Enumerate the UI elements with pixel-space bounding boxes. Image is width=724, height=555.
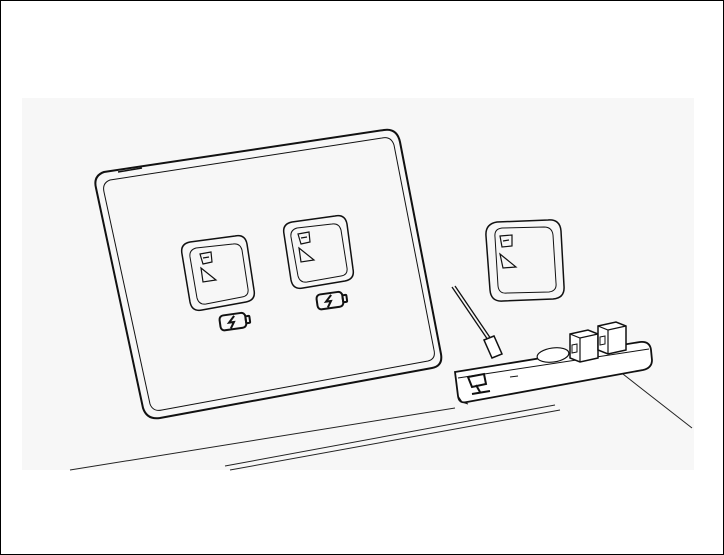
backdrop (22, 98, 694, 470)
dock-cube-left (570, 330, 598, 362)
dock-cube-right (598, 322, 626, 354)
